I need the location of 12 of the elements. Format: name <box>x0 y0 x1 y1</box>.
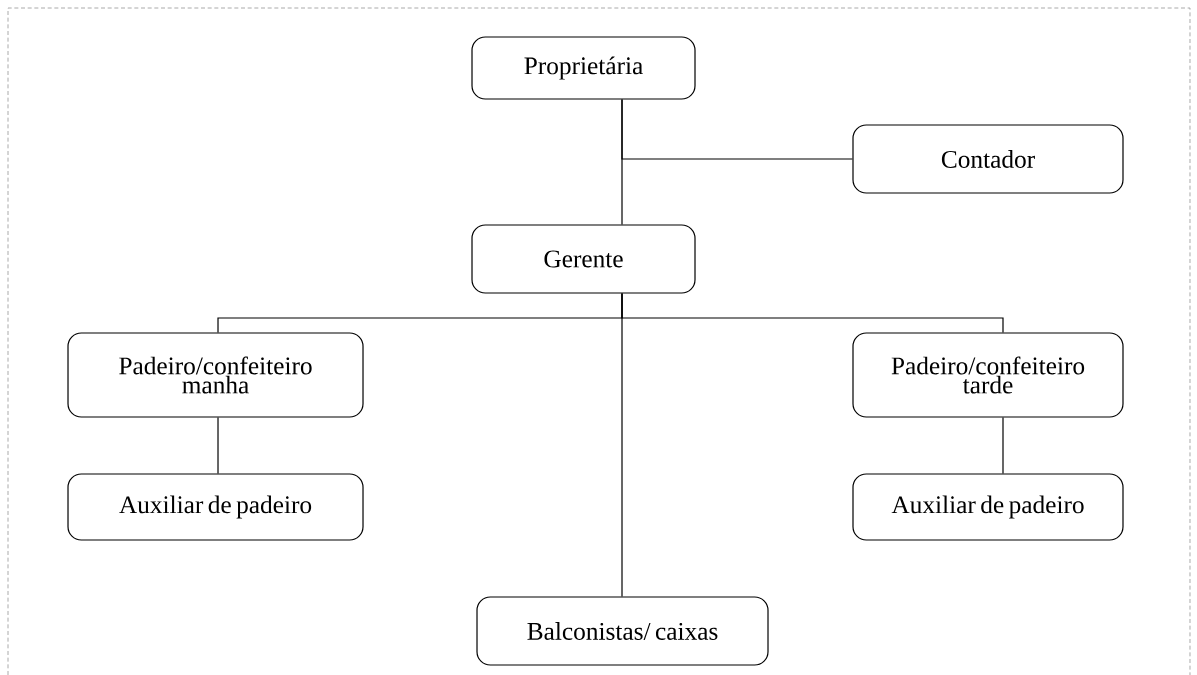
org-box: Padeiro/confeiteiro tarde <box>852 332 1124 418</box>
org-box: Gerente <box>471 224 696 294</box>
org-box: Contador <box>852 124 1124 194</box>
connector-line <box>621 99 853 160</box>
connector-line <box>1002 417 1004 474</box>
org-box: Proprietária <box>471 36 696 100</box>
org-box: Auxiliar de padeiro <box>852 473 1124 541</box>
org-box: Balconistas/ caixas <box>476 596 769 666</box>
connector-line <box>217 417 219 474</box>
org-box: Auxiliar de padeiro <box>67 473 364 541</box>
org-box: Padeiro/confeiteiro manha <box>67 332 364 418</box>
connector-line <box>621 293 623 597</box>
